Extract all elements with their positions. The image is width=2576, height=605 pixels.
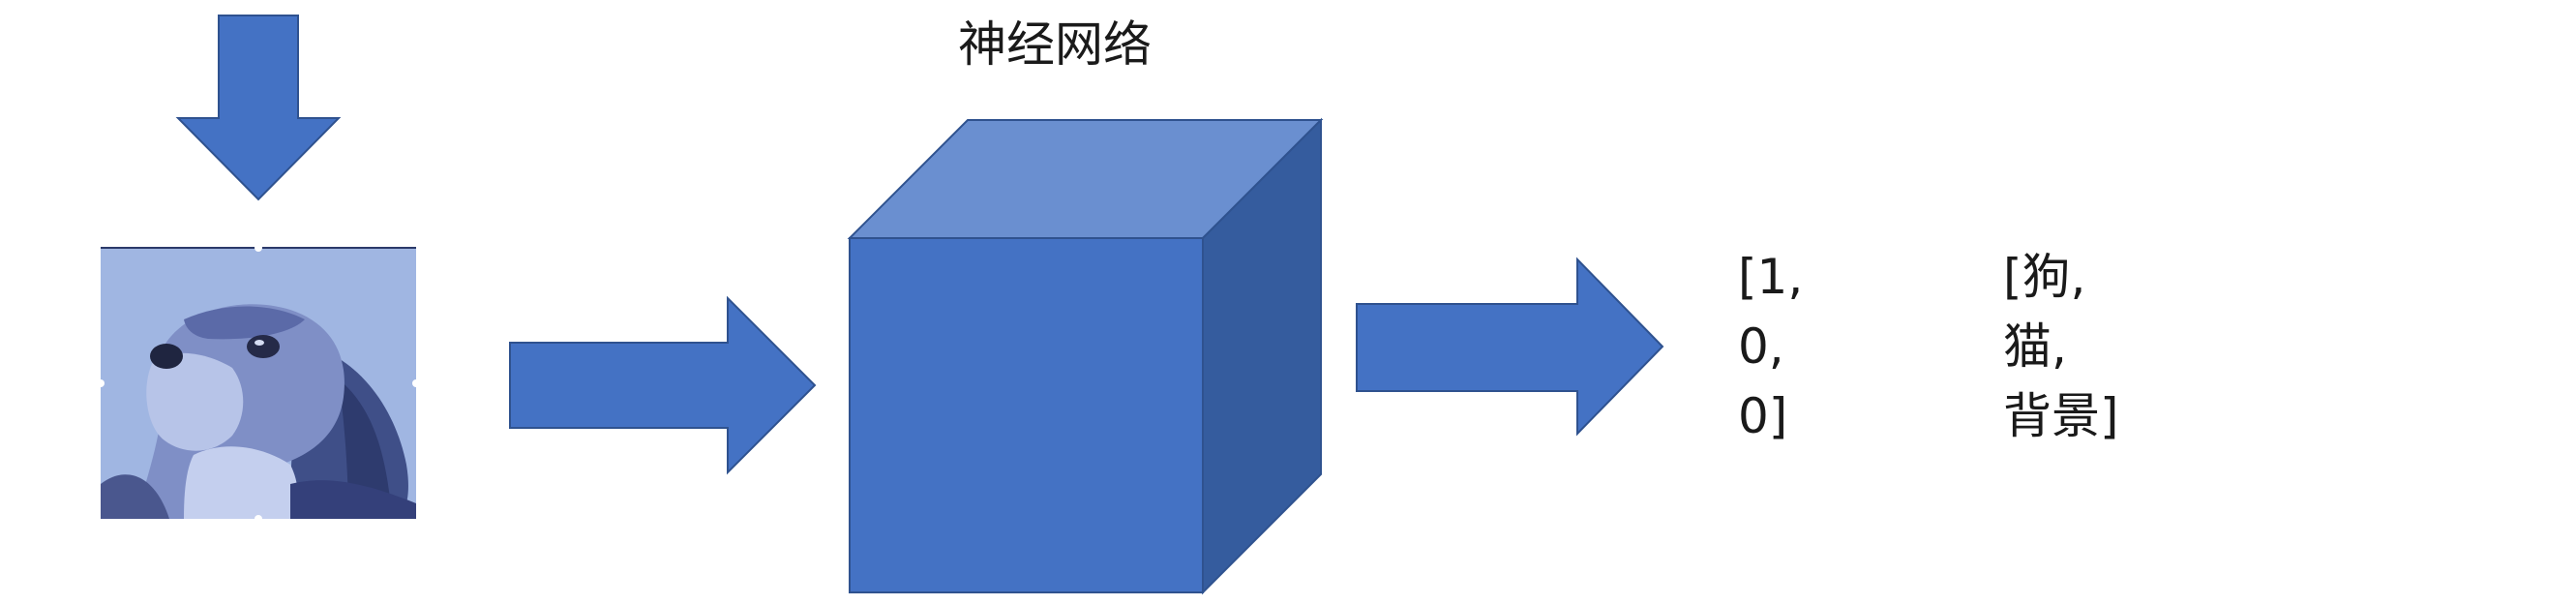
- selection-handle: [412, 379, 420, 387]
- class-name-line: [狗,: [2003, 249, 2086, 305]
- right-arrow-icon: [1356, 257, 1664, 437]
- output-vector-line: [1,: [1738, 249, 1804, 305]
- right-arrow-icon: [509, 295, 817, 475]
- network-title: 神经网络: [958, 16, 1152, 73]
- class-name-line: 猫,: [2003, 318, 2067, 375]
- selection-handle: [255, 515, 262, 523]
- output-vector-line: 0,: [1738, 318, 1784, 375]
- down-arrow-icon: [175, 15, 342, 201]
- selection-handle: [97, 379, 105, 387]
- class-name-line: 背景]: [2003, 388, 2119, 444]
- class-names: [狗, 猫, 背景]: [2003, 242, 2119, 451]
- selection-handle: [255, 244, 262, 252]
- cube-icon: [847, 117, 1324, 595]
- output-vector: [1, 0, 0]: [1738, 242, 1803, 451]
- dog-photo-image: [101, 248, 416, 519]
- output-vector-line: 0]: [1738, 388, 1788, 444]
